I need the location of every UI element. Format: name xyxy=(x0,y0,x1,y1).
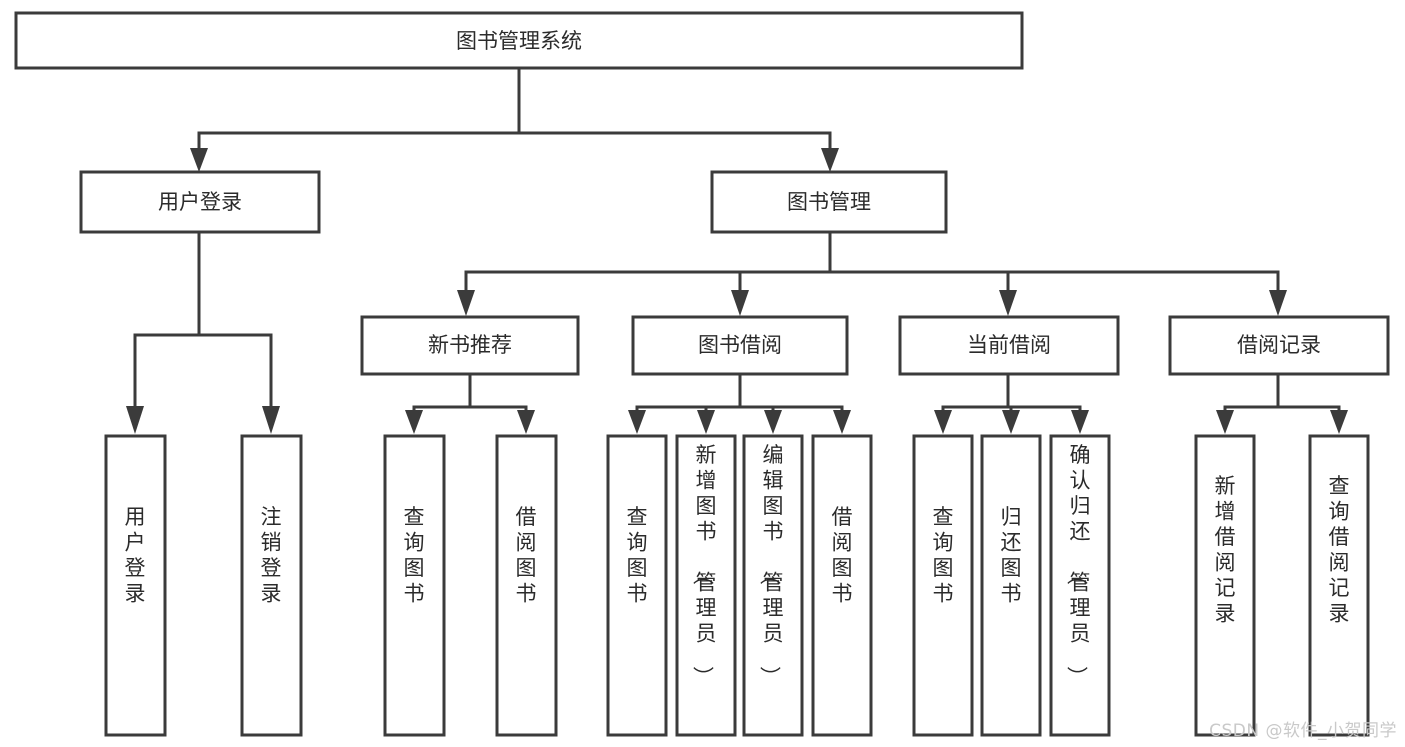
leaf-current-borrow-2-label: 归还图书 xyxy=(1001,505,1022,606)
arrow-user-login-leaf-2 xyxy=(262,406,280,434)
leaf-borrow-record-2-box[interactable] xyxy=(1308,434,1370,737)
leaf-borrow-record-2[interactable]: 查询借阅记录 xyxy=(1308,434,1370,737)
leaf-borrow-record-1-box[interactable] xyxy=(1194,434,1256,737)
arrow-book-borrow-leaf-3 xyxy=(764,410,782,434)
node-current-borrow[interactable]: 当前借阅 xyxy=(898,315,1120,376)
arrow-borrow-record-leaf-2 xyxy=(1330,410,1348,434)
leaf-new-book-1-box[interactable] xyxy=(383,434,446,737)
leaf-user-login-1-box[interactable] xyxy=(104,434,167,737)
leaf-current-borrow-1-box[interactable] xyxy=(912,434,974,737)
arrow-new-book-leaf-1 xyxy=(405,410,423,434)
leaf-book-borrow-1[interactable]: 查询图书 xyxy=(606,434,668,737)
arrow-current-borrow-leaf-1 xyxy=(934,410,952,434)
node-user-login-label: 用户登录 xyxy=(158,190,242,214)
arrow-book-mgmt-to-book-borrow xyxy=(731,290,749,316)
leaf-book-borrow-2-label: 新增图书（管理员） xyxy=(691,443,717,687)
node-book-management[interactable]: 图书管理 xyxy=(710,170,948,234)
leaf-new-book-2-box[interactable] xyxy=(495,434,558,737)
arrow-current-borrow-leaf-3 xyxy=(1071,410,1089,434)
arrow-book-mgmt-to-borrow-record xyxy=(1269,290,1287,316)
leaf-book-borrow-4-label: 借阅图书 xyxy=(832,505,853,606)
leaf-borrow-record-1-label: 新增借阅记录 xyxy=(1215,474,1236,626)
node-book-management-label: 图书管理 xyxy=(787,190,871,214)
leaf-user-login-2-box[interactable] xyxy=(240,434,303,737)
arrow-book-borrow-leaf-1 xyxy=(628,410,646,434)
leaf-current-borrow-3[interactable]: 确认归还（管理员） xyxy=(1049,434,1111,737)
node-new-book-recommend-label: 新书推荐 xyxy=(428,333,512,357)
leaf-new-book-2[interactable]: 借阅图书 xyxy=(495,434,558,737)
node-book-borrow[interactable]: 图书借阅 xyxy=(631,315,849,376)
arrow-user-login-leaf-1 xyxy=(126,406,144,434)
leaf-current-borrow-3-box[interactable] xyxy=(1049,434,1111,737)
leaf-current-borrow-2[interactable]: 归还图书 xyxy=(980,434,1042,737)
arrow-root-to-user-login xyxy=(190,148,208,172)
node-root[interactable]: 图书管理系统 xyxy=(14,11,1024,70)
node-book-management-box[interactable] xyxy=(710,170,948,234)
node-borrow-record-box[interactable] xyxy=(1168,315,1390,376)
leaf-current-borrow-1-label: 查询图书 xyxy=(933,505,954,606)
connector-group-user-login-children xyxy=(126,230,280,434)
leaf-user-login-2[interactable]: 注销登录 xyxy=(240,434,303,737)
leaf-current-borrow-3-label: 确认归还（管理员） xyxy=(1065,443,1091,687)
arrow-book-borrow-leaf-2 xyxy=(697,410,715,434)
arrow-current-borrow-leaf-2 xyxy=(1002,410,1020,434)
arrow-book-mgmt-to-new-book xyxy=(457,290,475,316)
leaf-current-borrow-1[interactable]: 查询图书 xyxy=(912,434,974,737)
leaf-book-borrow-2-box[interactable] xyxy=(675,434,737,737)
arrow-book-mgmt-to-current-borrow xyxy=(999,290,1017,316)
leaf-book-borrow-4-box[interactable] xyxy=(811,434,873,737)
leaf-user-login-2-label: 注销登录 xyxy=(261,505,282,606)
node-book-borrow-label: 图书借阅 xyxy=(698,333,782,357)
leaf-user-login-1-label: 用户登录 xyxy=(125,505,146,606)
leaf-new-book-1-label: 查询图书 xyxy=(404,505,425,606)
connector-group-root-to-level1 xyxy=(190,66,839,172)
connector-group-current-borrow-children xyxy=(934,372,1089,434)
leaf-book-borrow-1-box[interactable] xyxy=(606,434,668,737)
connector-group-new-book-children xyxy=(405,372,535,434)
leaf-book-borrow-3-box[interactable] xyxy=(742,434,804,737)
node-current-borrow-label: 当前借阅 xyxy=(967,333,1051,357)
leaf-new-book-2-label: 借阅图书 xyxy=(516,505,537,606)
leaf-borrow-record-2-label: 查询借阅记录 xyxy=(1329,474,1350,626)
node-user-login[interactable]: 用户登录 xyxy=(79,170,321,234)
node-borrow-record-label: 借阅记录 xyxy=(1237,333,1321,357)
leaf-user-login-1[interactable]: 用户登录 xyxy=(104,434,167,737)
leaf-new-book-1[interactable]: 查询图书 xyxy=(383,434,446,737)
arrow-book-borrow-leaf-4 xyxy=(833,410,851,434)
node-root-label: 图书管理系统 xyxy=(456,29,582,53)
leaf-book-borrow-4[interactable]: 借阅图书 xyxy=(811,434,873,737)
node-new-book-recommend-box[interactable] xyxy=(360,315,580,376)
node-user-login-box[interactable] xyxy=(79,170,321,234)
arrow-borrow-record-leaf-1 xyxy=(1216,410,1234,434)
leaf-book-borrow-3[interactable]: 编辑图书（管理员） xyxy=(742,434,804,737)
node-current-borrow-box[interactable] xyxy=(898,315,1120,376)
arrow-new-book-leaf-2 xyxy=(517,410,535,434)
connector-group-book-borrow-children xyxy=(628,372,851,434)
arrow-root-to-book-mgmt xyxy=(821,148,839,172)
leaf-current-borrow-2-box[interactable] xyxy=(980,434,1042,737)
connector-group-borrow-record-children xyxy=(1216,372,1348,434)
leaf-book-borrow-3-label: 编辑图书（管理员） xyxy=(758,443,784,687)
node-root-box[interactable] xyxy=(14,11,1024,70)
node-new-book-recommend[interactable]: 新书推荐 xyxy=(360,315,580,376)
connector-group-book-mgmt-children xyxy=(457,230,1287,316)
node-borrow-record[interactable]: 借阅记录 xyxy=(1168,315,1390,376)
node-book-borrow-box[interactable] xyxy=(631,315,849,376)
leaf-book-borrow-2[interactable]: 新增图书（管理员） xyxy=(675,434,737,737)
leaf-book-borrow-1-label: 查询图书 xyxy=(627,505,648,606)
leaf-borrow-record-1[interactable]: 新增借阅记录 xyxy=(1194,434,1256,737)
csdn-watermark: CSDN @软件_小贺同学 xyxy=(1209,721,1397,741)
